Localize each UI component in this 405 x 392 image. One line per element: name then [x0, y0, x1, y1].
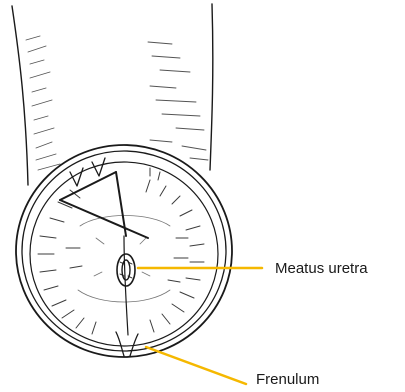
shaft-shading-right	[148, 42, 208, 160]
v-notch-mark-2	[92, 158, 105, 176]
frenulum-label: Frenulum	[256, 372, 319, 387]
shaft-left-outline	[12, 6, 28, 185]
frenulum-leader-line	[146, 347, 246, 384]
urethral-meatus-inner	[122, 260, 130, 280]
shaft-right-outline	[210, 4, 213, 170]
incision-line-lower	[60, 200, 148, 238]
urethral-meatus	[117, 254, 135, 286]
meatus-uretra-label: Meatus uretra	[275, 261, 368, 276]
v-notch-mark-1	[70, 168, 83, 186]
shaft-shading-left	[26, 36, 60, 170]
glans-radial-dashes	[38, 168, 204, 334]
frenulum-fold	[116, 332, 138, 356]
incision-line-upper	[60, 172, 116, 200]
